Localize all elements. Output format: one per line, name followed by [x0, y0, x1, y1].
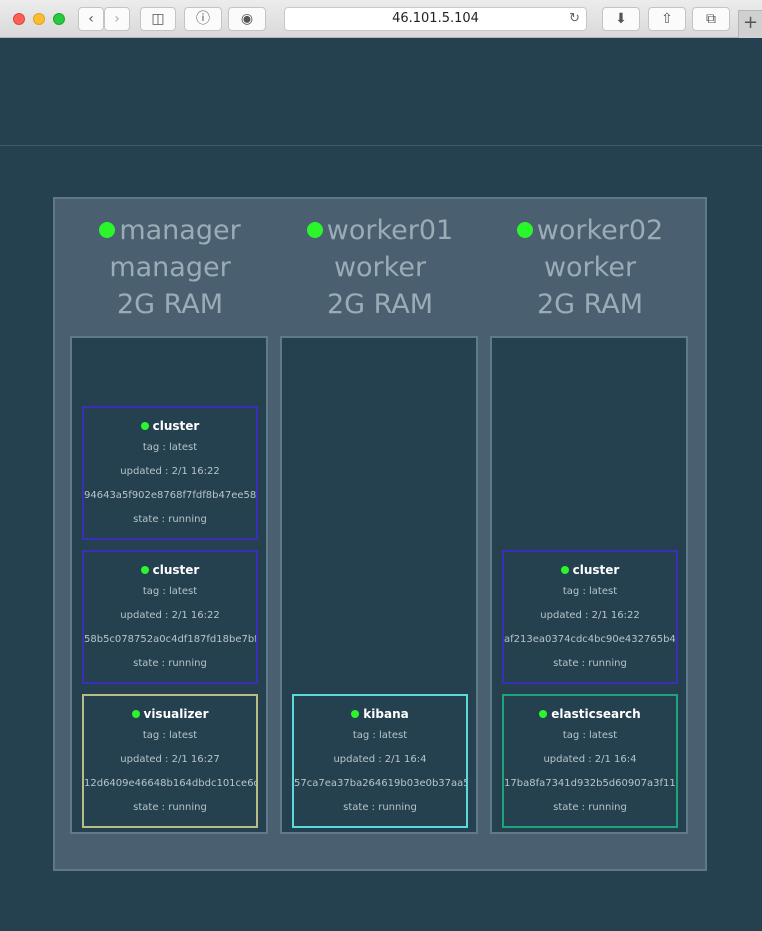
service-tag: tag : latest	[142, 442, 198, 453]
service-card-cluster[interactable]: cluster tag : latest updated : 2/1 16:22…	[502, 550, 678, 684]
service-tag: tag : latest	[562, 586, 618, 597]
service-state: state : running	[343, 802, 417, 813]
service-updated: updated : 2/1 16:22	[120, 610, 220, 621]
tabs-button[interactable]: ⧉	[692, 7, 730, 31]
service-state: state : running	[553, 658, 627, 669]
info-circle-icon: ⓘ	[196, 11, 210, 27]
service-name: visualizer	[143, 707, 209, 721]
sidebar-button[interactable]: ◫	[140, 7, 176, 31]
chevron-left-icon: ‹	[88, 11, 94, 27]
service-id: 57ca7ea37ba264619b03e0b37aa529	[294, 778, 466, 789]
service-card-cluster[interactable]: cluster tag : latest updated : 2/1 16:22…	[82, 550, 258, 684]
chevron-right-icon: ›	[114, 11, 120, 27]
node-ram: 2G RAM	[326, 289, 434, 320]
service-name: cluster	[152, 419, 200, 433]
service-state: state : running	[133, 658, 207, 669]
service-updated: updated : 2/1 16:4	[333, 754, 427, 765]
service-id: af213ea0374cdc4bc90e432765b49f5	[504, 634, 676, 645]
status-dot	[539, 710, 548, 718]
minimize-window-button[interactable]	[33, 13, 45, 25]
node-role: manager	[109, 252, 231, 283]
node-role: worker	[543, 252, 637, 283]
service-updated: updated : 2/1 16:4	[543, 754, 637, 765]
node-name: manager	[119, 215, 241, 246]
status-dot	[306, 222, 323, 238]
service-card-cluster[interactable]: cluster tag : latest updated : 2/1 16:22…	[82, 406, 258, 540]
close-window-button[interactable]	[13, 13, 25, 25]
browser-toolbar: ‹ › ◫ ⓘ ◉ 46.101.5.104 ↻ ⬇ ⇧ ⧉ +	[0, 0, 762, 38]
service-name: elasticsearch	[551, 707, 641, 721]
service-state: state : running	[133, 802, 207, 813]
service-state: state : running	[133, 514, 207, 525]
service-tag: tag : latest	[142, 730, 198, 741]
status-dot	[140, 566, 149, 574]
service-id: 17ba8fa7341d932b5d60907a3f1112	[504, 778, 676, 789]
grammarly-icon: ◉	[240, 11, 254, 27]
node-header-worker02: worker02 worker 2G RAM	[485, 212, 695, 323]
download-icon: ⬇	[615, 11, 627, 27]
status-dot	[131, 710, 140, 718]
share-icon: ⇧	[661, 11, 673, 27]
service-id: 12d6409e46648b164dbdc101ce6d5c	[84, 778, 256, 789]
status-dot	[560, 566, 569, 574]
status-dot	[351, 710, 360, 718]
service-name: cluster	[152, 563, 200, 577]
service-name: kibana	[363, 707, 409, 721]
node-role: worker	[333, 252, 427, 283]
node-ram: 2G RAM	[116, 289, 224, 320]
status-dot	[99, 222, 116, 238]
service-state: state : running	[553, 802, 627, 813]
service-tag: tag : latest	[562, 730, 618, 741]
node-name: worker02	[536, 215, 664, 246]
zoom-window-button[interactable]	[53, 13, 65, 25]
service-updated: updated : 2/1 16:22	[540, 610, 640, 621]
url-text: 46.101.5.104	[392, 11, 479, 26]
service-tag: tag : latest	[352, 730, 408, 741]
downloads-button[interactable]: ⬇	[602, 7, 640, 31]
header-divider	[0, 145, 762, 146]
node-header-manager: manager manager 2G RAM	[65, 212, 275, 323]
new-tab-button[interactable]: +	[738, 10, 762, 38]
service-card-elasticsearch[interactable]: elasticsearch tag : latest updated : 2/1…	[502, 694, 678, 828]
back-button[interactable]: ‹	[78, 7, 104, 31]
reload-icon[interactable]: ↻	[569, 11, 580, 26]
share-button[interactable]: ⇧	[648, 7, 686, 31]
node-header-worker01: worker01 worker 2G RAM	[275, 212, 485, 323]
password-button[interactable]: ⓘ	[184, 7, 222, 31]
service-tag: tag : latest	[142, 586, 198, 597]
service-updated: updated : 2/1 16:27	[120, 754, 220, 765]
forward-button[interactable]: ›	[104, 7, 130, 31]
service-id: 58b5c078752a0c4df187fd18be7bff2b	[84, 634, 256, 645]
service-card-visualizer[interactable]: visualizer tag : latest updated : 2/1 16…	[82, 694, 258, 828]
service-updated: updated : 2/1 16:22	[120, 466, 220, 477]
node-ram: 2G RAM	[536, 289, 644, 320]
service-card-kibana[interactable]: kibana tag : latest updated : 2/1 16:4 5…	[292, 694, 468, 828]
tabs-icon: ⧉	[706, 11, 716, 27]
sidebar-icon: ◫	[151, 11, 165, 27]
node-name: worker01	[326, 215, 454, 246]
extension-button[interactable]: ◉	[228, 7, 266, 31]
status-dot	[140, 422, 149, 430]
plus-icon: +	[742, 12, 759, 33]
service-name: cluster	[572, 563, 620, 577]
address-bar[interactable]: 46.101.5.104 ↻	[284, 7, 587, 31]
service-id: 94643a5f902e8768f7fdf8b47ee58f03	[84, 490, 256, 501]
status-dot	[516, 222, 533, 238]
